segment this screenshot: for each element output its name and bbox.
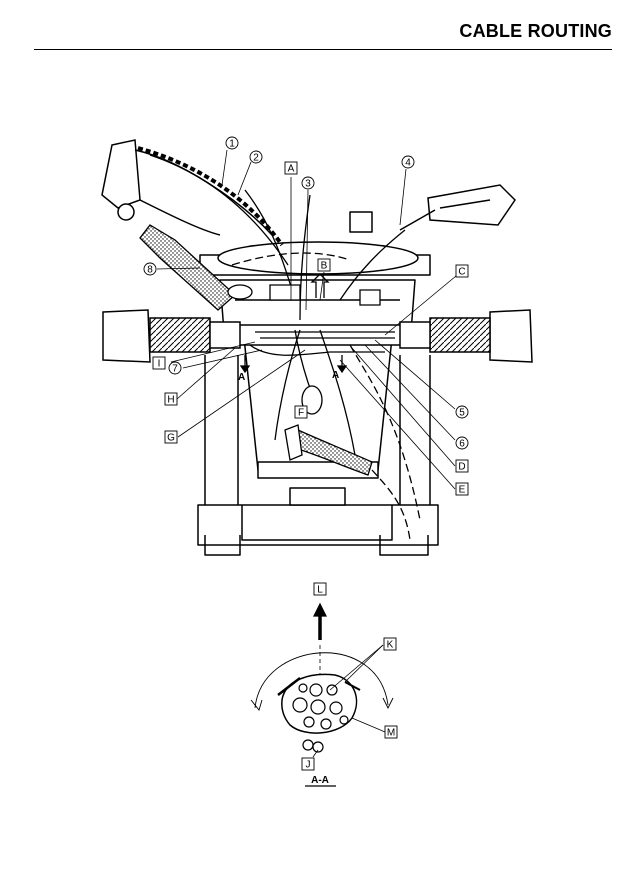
leader-lines — [156, 149, 463, 490]
callout-f: F — [298, 408, 304, 419]
handlebar-left — [102, 309, 241, 363]
callout-2: 2 — [253, 153, 259, 164]
callout-l: L — [317, 585, 323, 596]
callout-b: B — [321, 261, 328, 272]
header-rule — [34, 49, 612, 50]
connectors — [227, 284, 381, 461]
handlebar-right — [399, 309, 533, 363]
letter-callout-text: A B C D E F G H I J K L M — [158, 164, 466, 771]
section-marks — [239, 355, 348, 374]
cables — [137, 146, 421, 541]
hoses — [139, 224, 373, 476]
callout-7: 7 — [172, 364, 178, 375]
callout-m: M — [387, 728, 395, 739]
section-view — [250, 602, 394, 787]
number-callouts — [143, 136, 469, 450]
callout-d: D — [458, 462, 465, 473]
callout-a: A — [288, 164, 295, 175]
number-callout-text: 1 2 3 4 5 6 7 8 — [147, 139, 465, 450]
section-mark-a-right: A — [332, 370, 339, 381]
callout-6: 6 — [459, 439, 465, 450]
callout-i: I — [158, 359, 161, 370]
callout-3: 3 — [305, 179, 311, 190]
callout-g: G — [167, 433, 175, 444]
clutch-lever — [101, 139, 273, 236]
section-view-title: A-A — [311, 775, 329, 786]
callout-j: J — [306, 760, 311, 771]
callout-h: H — [167, 395, 174, 406]
callout-1: 1 — [229, 139, 235, 150]
callout-8: 8 — [147, 265, 153, 276]
callout-k: K — [387, 640, 394, 651]
direction-arrow-b — [310, 273, 330, 298]
letter-callout-boxes — [152, 161, 469, 771]
callout-e: E — [459, 485, 466, 496]
section-mark-a-left: A — [238, 372, 245, 383]
callout-5: 5 — [459, 408, 465, 419]
callout-4: 4 — [405, 158, 411, 169]
page-title: CABLE ROUTING — [459, 21, 612, 41]
callout-c: C — [458, 267, 465, 278]
brake-lever — [399, 184, 516, 231]
